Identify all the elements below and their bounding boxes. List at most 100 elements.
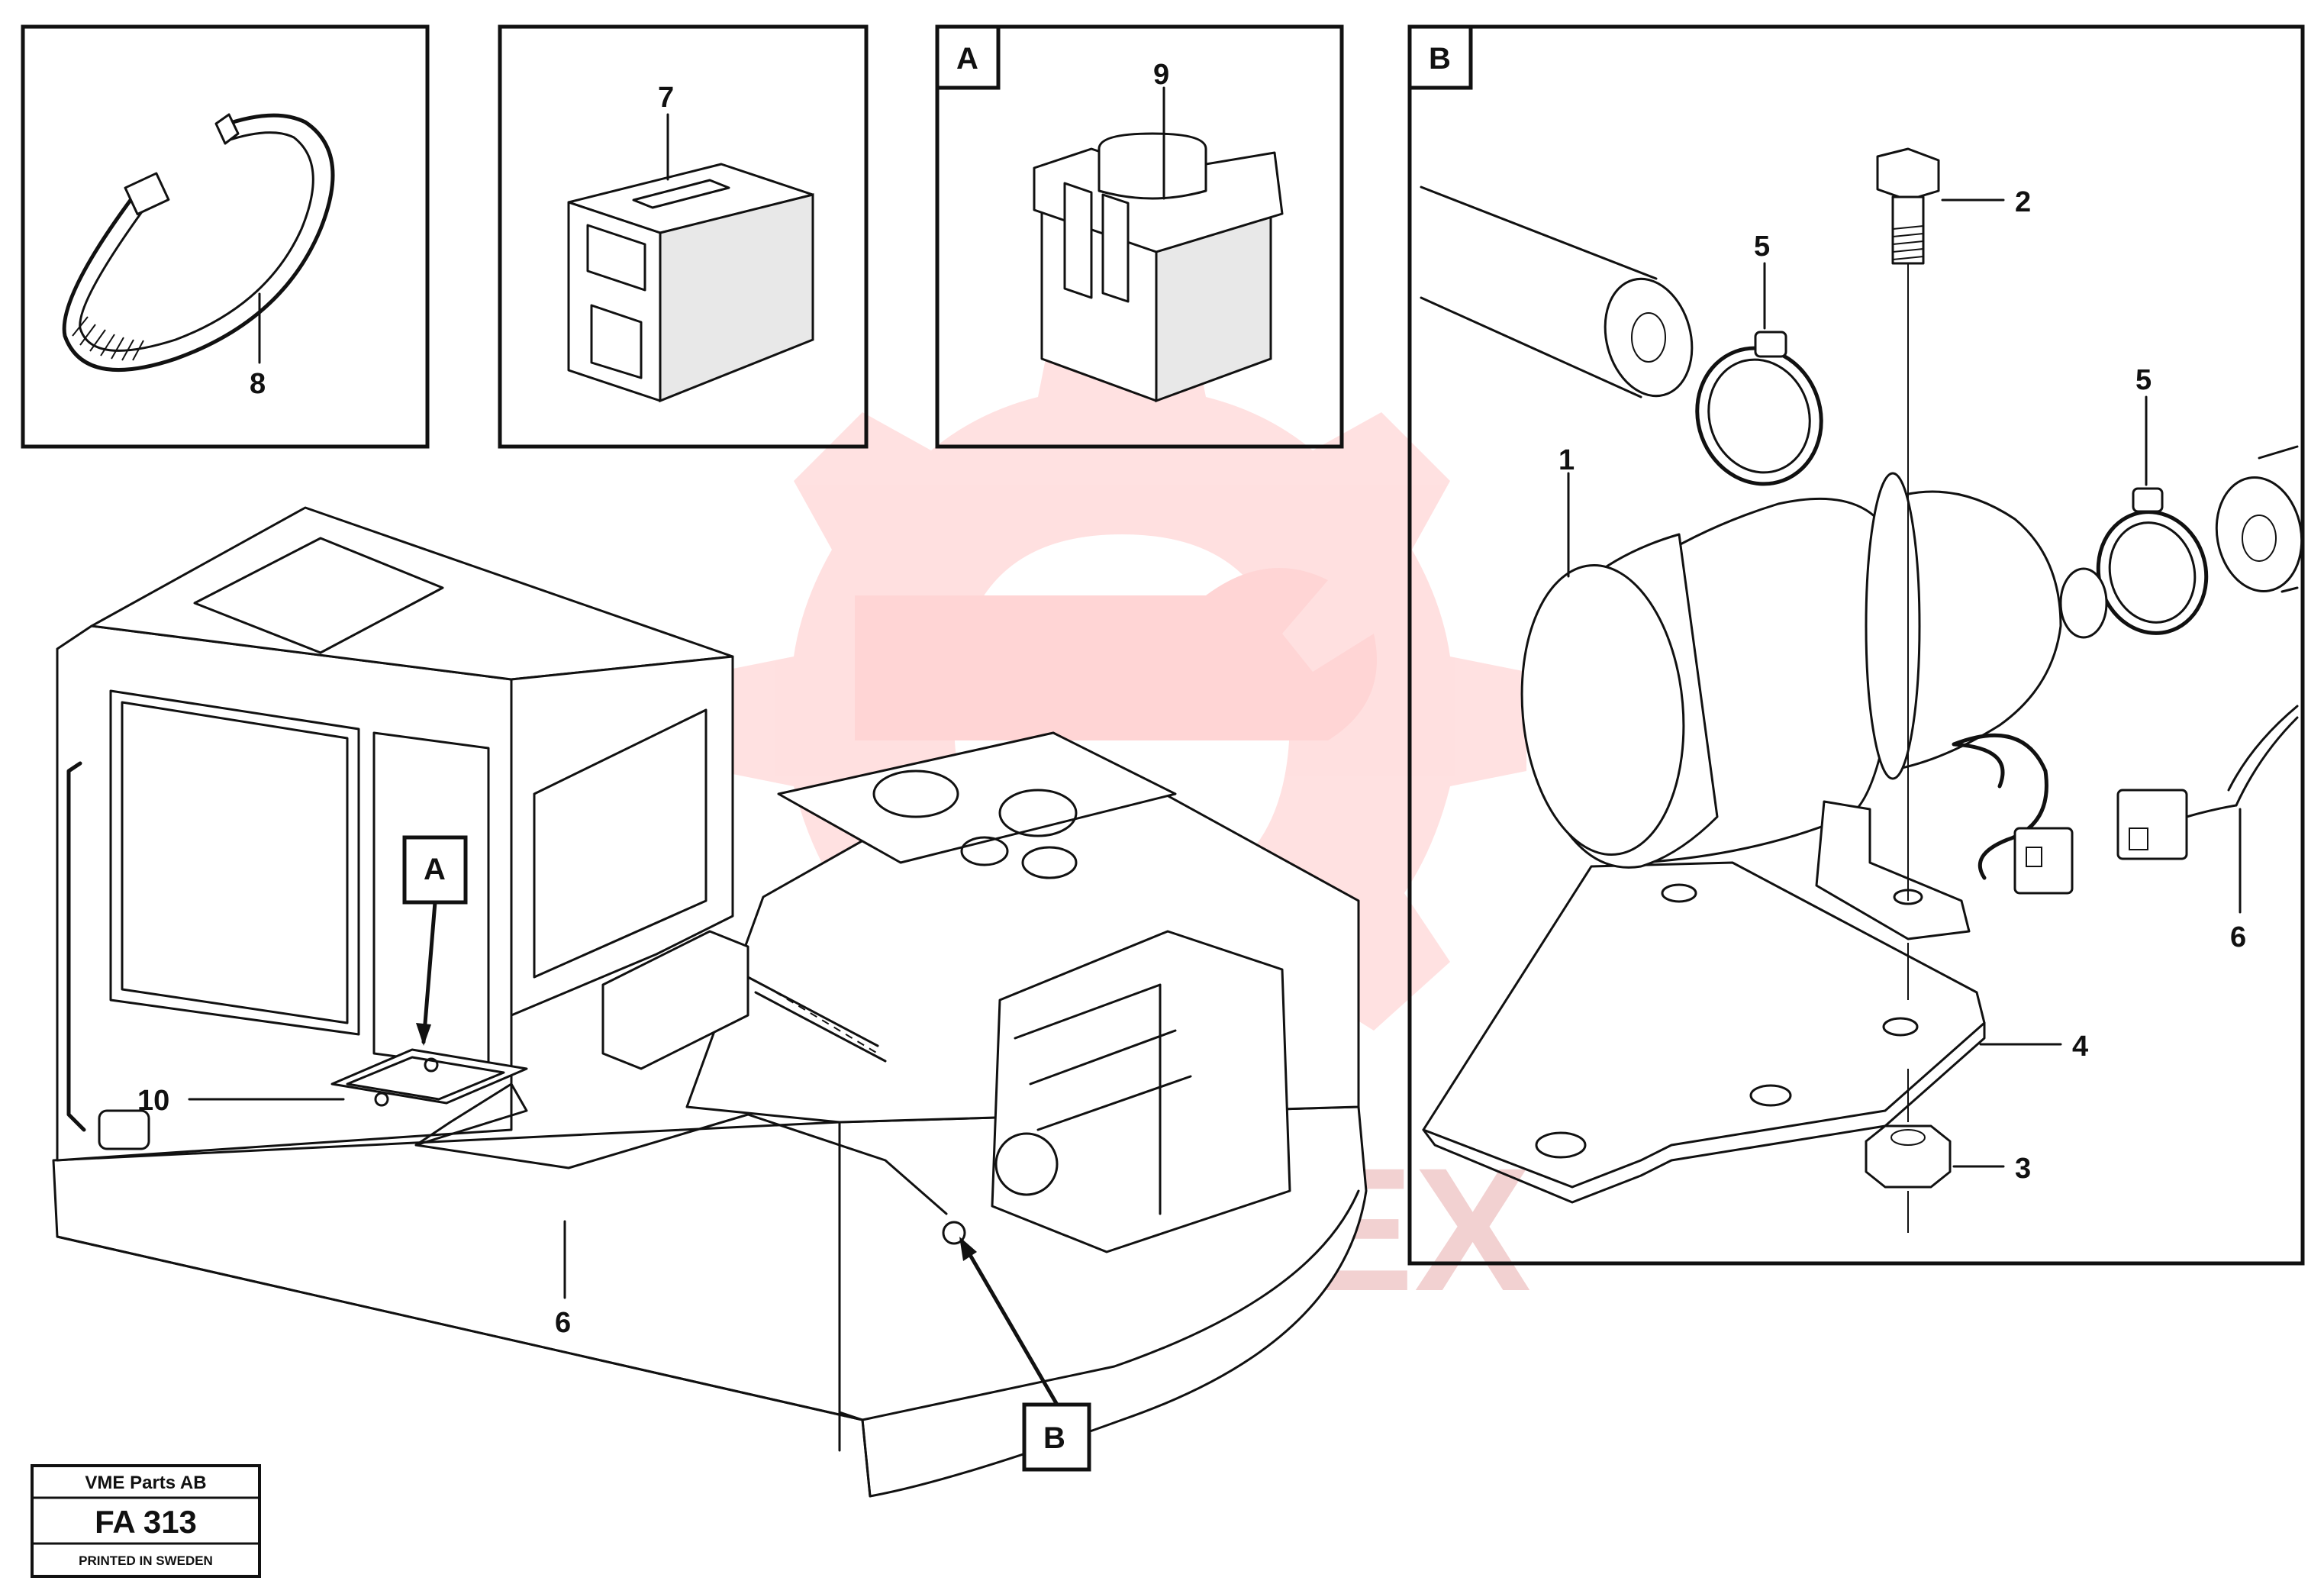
mounting-bracket-plate [1422, 861, 1986, 1204]
hose-clamp-left-inner [1707, 358, 1811, 474]
bracket-plate-hole-3 [1749, 1084, 1792, 1107]
horn-wire [1952, 733, 2048, 880]
hose-upper-left-end [1604, 277, 1694, 398]
callout-9: 9 [1153, 59, 1169, 91]
callout-2: 2 [2015, 186, 2031, 218]
connector-half-right [2116, 789, 2188, 860]
panel-b-leaders [1567, 198, 2242, 1168]
hose-clamp-right-screw [2132, 487, 2164, 513]
counterweight-deck-line [838, 1121, 864, 1452]
callout-8: 8 [250, 368, 266, 400]
radiator-box [777, 731, 1177, 864]
hose-clamp-left-screw [1754, 331, 1787, 358]
hose-upper-left [1420, 185, 1694, 398]
machine-drawing: A B 10 6 [52, 506, 1368, 1498]
relay-clip-left [1063, 182, 1093, 299]
hydraulic-pump-block [991, 930, 1291, 1253]
hose-right-bore [2242, 515, 2277, 562]
panel-b-tag-box [1407, 24, 1473, 90]
cable-tie-band-outer [62, 113, 335, 373]
panel-7: 7 [498, 24, 869, 449]
callout-10: 10 [137, 1085, 169, 1117]
machine-markers: A B 10 6 [137, 835, 1091, 1472]
hose-clamp-left [1695, 331, 1823, 486]
detail-b-arrow [959, 1238, 1059, 1407]
connector-side-face [659, 193, 814, 403]
harness-cable [2227, 705, 2299, 807]
callout-5-left: 5 [1754, 231, 1770, 263]
cable-tie-band-inner [79, 131, 314, 352]
bolt-shank [1891, 195, 1925, 265]
nut-body [1865, 1124, 1952, 1189]
callout-5-right: 5 [2135, 364, 2152, 396]
bracket-plate-hole-2 [1882, 1017, 1919, 1037]
hose-clamp-left-ring [1695, 346, 1823, 486]
hose-upper-left-outline [1420, 185, 1658, 398]
horn-body [1520, 472, 2108, 940]
detail-b-marker: B [1043, 1421, 1065, 1455]
radiator-gauge-1 [872, 769, 959, 818]
hydraulic-pump-detail [1014, 983, 1192, 1215]
callout-7: 7 [658, 82, 674, 114]
chassis-lower-edge [56, 1189, 1360, 1498]
cable-tie-drawing [62, 113, 335, 373]
horn-outlet-ring [2059, 567, 2108, 639]
bracket-plate-edge [1422, 1021, 1986, 1204]
cab-front-window [109, 689, 360, 1036]
bolt-thread [1892, 225, 1924, 260]
detail-b-arrowhead [959, 1237, 977, 1261]
hose-right-end [2215, 476, 2303, 592]
horn-rear-flange [1865, 472, 1921, 780]
hose-clamp-right-inner [2108, 521, 2197, 624]
relay-clip-right [1101, 193, 1130, 303]
relay-socket-drawing [1033, 86, 1284, 403]
nut-hole [1890, 1129, 1926, 1146]
cable-tie-head [124, 172, 170, 216]
connector-half-left-slot [2026, 847, 2042, 867]
callout-6-panel-b: 6 [2230, 921, 2246, 953]
connector-front-opening [586, 224, 646, 292]
title-block-frame [31, 1464, 261, 1578]
panel-b-tag: B [1429, 42, 1451, 76]
panel-a-frame [935, 24, 1344, 449]
bracket-plate-hole-1 [1661, 883, 1697, 903]
callout-1: 1 [1558, 444, 1575, 476]
nut-3 [1865, 1069, 1952, 1233]
cab-front-window-inner [121, 701, 349, 1024]
panel-a: A 9 [935, 24, 1344, 449]
panel-b-frame [1407, 24, 2305, 1266]
wire-harness-route [414, 1082, 966, 1245]
connector-housing-drawing [567, 113, 814, 403]
hose-upper-left-bore [1631, 312, 1666, 363]
connector-half-right-slot [2129, 827, 2148, 850]
air-filter-housing [601, 930, 749, 1070]
connector-top-slot [632, 179, 730, 209]
electrical-panel [330, 1048, 528, 1107]
harness-route-line [414, 1082, 948, 1215]
title-block: VME Parts AB FA 313 PRINTED IN SWEDEN [31, 1464, 261, 1578]
radiator-gauge-2 [998, 789, 1078, 837]
wiring-and-connectors [1952, 705, 2299, 895]
horn-bracket-tab [1815, 800, 1971, 940]
panel-a-tag-box [935, 24, 1001, 90]
electrical-panel-screw [374, 1092, 389, 1107]
detail-a-arrowhead [416, 1023, 431, 1046]
callout-4: 4 [2072, 1031, 2088, 1063]
bracket-plate-outline [1422, 861, 1986, 1189]
cab-lower-vent [98, 1109, 150, 1150]
panel-b: B [1407, 24, 2305, 1266]
radiator-gauge-3 [960, 836, 1009, 866]
cab-handrail [66, 761, 86, 1132]
cab-side-window [533, 708, 708, 979]
cab [56, 506, 734, 1162]
panel-8: 8 [21, 24, 430, 449]
connector-half-left [2013, 827, 2074, 895]
watermark-wrench-shape [855, 568, 1377, 740]
panel-7-frame [498, 24, 869, 449]
electrical-panel-relay [424, 1057, 439, 1073]
detail-a-marker: A [424, 853, 446, 886]
detail-a-arrow [421, 900, 437, 1044]
bolt-head [1876, 147, 1940, 202]
cab-roof-hatch [193, 537, 444, 654]
